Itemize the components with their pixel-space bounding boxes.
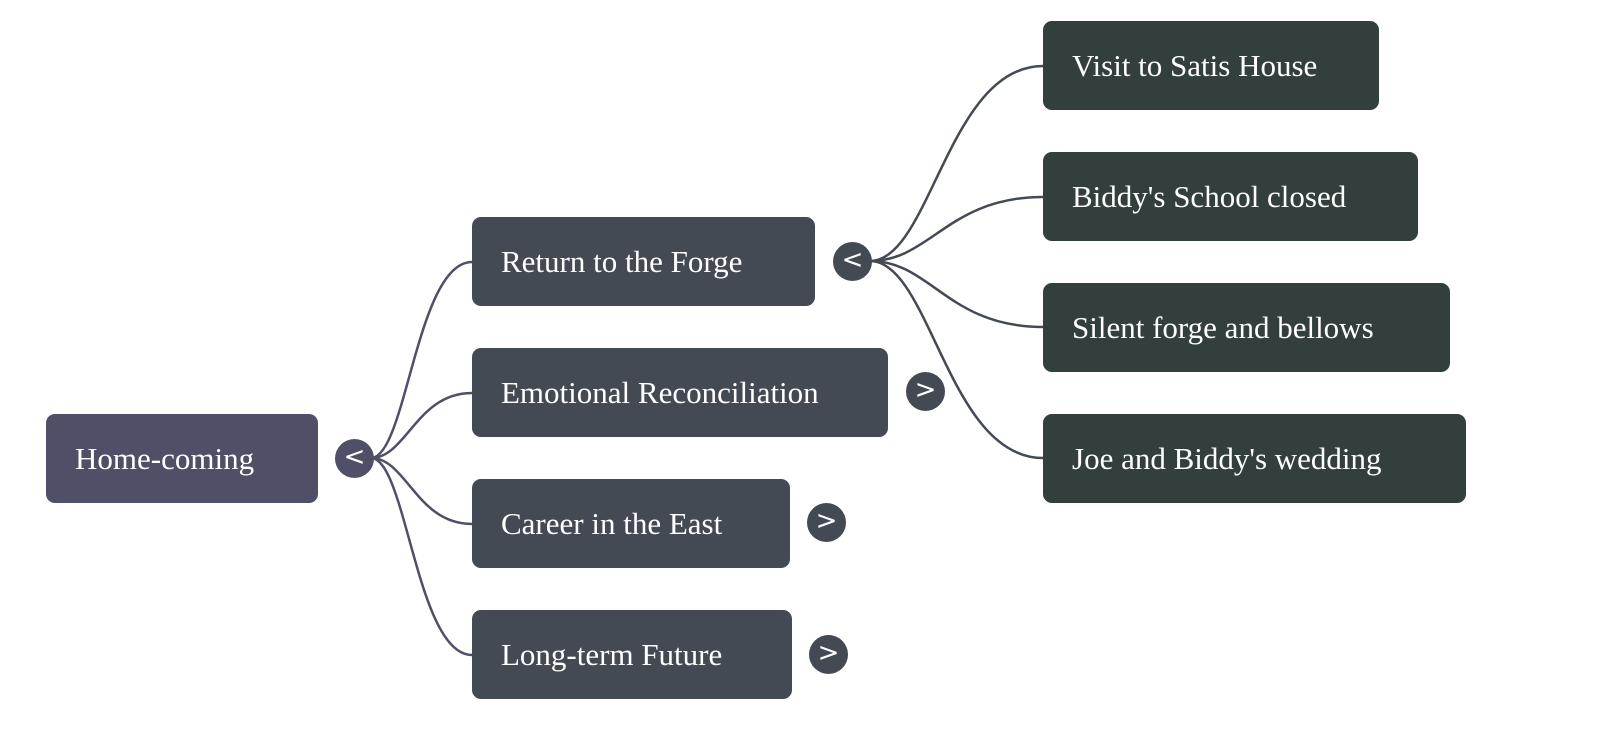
link-root-to-return-to-the-forge <box>370 260 473 460</box>
node-joe-and-biddys-wedding[interactable]: Joe and Biddy's wedding <box>1043 414 1466 503</box>
node-visit-to-satis-house[interactable]: Visit to Satis House <box>1043 21 1379 110</box>
node-label: Joe and Biddy's wedding <box>1072 441 1382 476</box>
node-home-coming[interactable]: Home-coming <box>46 414 318 503</box>
chevron-left-icon: < <box>343 442 366 472</box>
expand-toggle-long-term-future[interactable]: > <box>809 635 848 674</box>
node-label: Visit to Satis House <box>1072 48 1318 83</box>
node-label: Return to the Forge <box>501 244 743 279</box>
link-forge-to-joe-biddy-wedding <box>869 259 1044 460</box>
node-return-to-the-forge[interactable]: Return to the Forge <box>472 217 815 306</box>
chevron-right-icon: > <box>914 375 937 405</box>
link-forge-to-biddys-school <box>869 195 1044 263</box>
node-label: Silent forge and bellows <box>1072 310 1374 345</box>
node-long-term-future[interactable]: Long-term Future <box>472 610 792 699</box>
node-label: Biddy's School closed <box>1072 179 1347 214</box>
link-forge-to-visit-satis-house <box>869 64 1044 263</box>
link-root-to-emotional-reconciliation <box>370 391 473 460</box>
chevron-left-icon: < <box>841 245 864 275</box>
chevron-right-icon: > <box>815 506 838 536</box>
collapse-toggle-home-coming[interactable]: < <box>335 439 374 478</box>
chevron-right-icon: > <box>817 638 840 668</box>
node-label: Career in the East <box>501 506 723 541</box>
node-silent-forge-and-bellows[interactable]: Silent forge and bellows <box>1043 283 1450 372</box>
node-label: Home-coming <box>75 441 255 476</box>
node-label: Long-term Future <box>501 637 723 672</box>
collapse-toggle-return-to-the-forge[interactable]: < <box>833 242 872 281</box>
expand-toggle-emotional-reconciliation[interactable]: > <box>906 372 945 411</box>
link-forge-to-silent-forge <box>869 259 1044 329</box>
node-career-in-the-east[interactable]: Career in the East <box>472 479 790 568</box>
node-biddys-school-closed[interactable]: Biddy's School closed <box>1043 152 1418 241</box>
node-label: Emotional Reconciliation <box>501 375 819 410</box>
expand-toggle-career-in-the-east[interactable]: > <box>807 503 846 542</box>
link-root-to-long-term-future <box>370 456 473 657</box>
link-root-to-career-in-the-east <box>370 456 473 526</box>
node-emotional-reconciliation[interactable]: Emotional Reconciliation <box>472 348 888 437</box>
